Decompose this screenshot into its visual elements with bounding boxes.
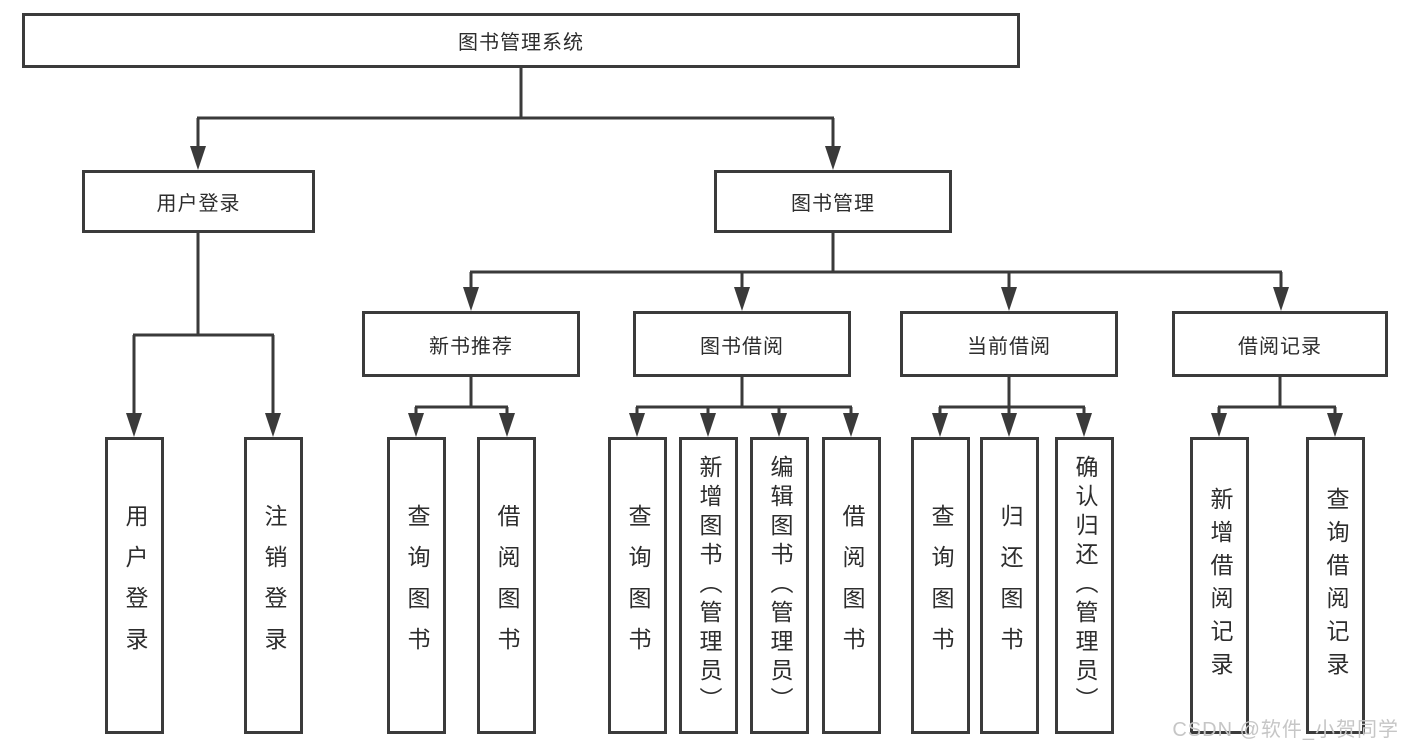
leaf-label: 查询图书 (404, 503, 430, 668)
node-label: 图书管理 (791, 193, 875, 215)
node-label: 用户登录 (156, 193, 241, 215)
leaf-label: 归还图书 (997, 503, 1023, 668)
arrowhead (629, 413, 645, 437)
arrowhead (1076, 413, 1092, 437)
leaf-add-borrowing-record: 新增借阅记录 (1190, 437, 1249, 734)
node-book-management: 图书管理 (714, 170, 952, 233)
node-user-login: 用户登录 (82, 170, 315, 233)
arrowhead (825, 146, 841, 170)
connector-current-borrowing (938, 377, 1086, 416)
arrowhead (1001, 287, 1017, 311)
leaf-return-book: 归还图书 (980, 437, 1039, 734)
arrowhead (1211, 413, 1227, 437)
node-label: 借阅记录 (1238, 335, 1322, 358)
leaf-edit-book-admin: 编辑图书（管理员） (750, 437, 809, 734)
arrowhead (126, 413, 142, 437)
arrowhead (408, 413, 424, 437)
arrowhead (1327, 413, 1343, 437)
node-label: 图书管理系统 (458, 32, 584, 54)
arrowhead (843, 413, 859, 437)
arrowhead (463, 287, 479, 311)
arrowhead (1273, 287, 1289, 311)
connector-new-book (414, 377, 509, 416)
leaf-label: 编辑图书（管理员） (767, 455, 793, 716)
connector-book-management (469, 233, 1283, 290)
leaf-user-login: 用户登录 (105, 437, 164, 734)
node-label: 新书推荐 (429, 335, 513, 358)
leaf-query-books-recommend: 查询图书 (387, 437, 446, 734)
leaf-label: 借阅图书 (494, 503, 520, 668)
leaf-label: 确认归还（管理员） (1072, 455, 1098, 716)
connector-root (196, 68, 835, 150)
leaf-label: 新增借阅记录 (1207, 486, 1233, 685)
leaf-label: 查询借阅记录 (1323, 486, 1349, 685)
arrowhead (190, 146, 206, 170)
node-new-book-recommendation: 新书推荐 (362, 311, 580, 377)
leaf-label: 注销登录 (261, 503, 287, 668)
arrowhead (734, 287, 750, 311)
connector-user-login (132, 233, 275, 416)
arrowhead (265, 413, 281, 437)
leaf-query-books-borrowing: 查询图书 (608, 437, 667, 734)
leaf-label: 查询图书 (928, 503, 954, 668)
connector-borrowing-records (1217, 377, 1337, 416)
node-library-management-system: 图书管理系统 (22, 13, 1020, 68)
arrowhead (1001, 413, 1017, 437)
arrowhead (499, 413, 515, 437)
leaf-logout: 注销登录 (244, 437, 303, 734)
node-label: 图书借阅 (700, 335, 784, 358)
node-book-borrowing: 图书借阅 (633, 311, 851, 377)
connector-book-borrowing (635, 377, 853, 416)
leaf-borrow-books: 借阅图书 (822, 437, 881, 734)
leaf-borrow-books-recommend: 借阅图书 (477, 437, 536, 734)
node-current-borrowing: 当前借阅 (900, 311, 1118, 377)
leaf-label: 新增图书（管理员） (696, 455, 722, 716)
leaf-label: 借阅图书 (839, 503, 865, 668)
leaf-query-borrowing-record: 查询借阅记录 (1306, 437, 1365, 734)
leaf-add-book-admin: 新增图书（管理员） (679, 437, 738, 734)
leaf-label: 用户登录 (122, 503, 148, 668)
arrowhead (932, 413, 948, 437)
arrowhead (771, 413, 787, 437)
leaf-confirm-return-admin: 确认归还（管理员） (1055, 437, 1114, 734)
node-label: 当前借阅 (967, 335, 1051, 358)
leaf-label: 查询图书 (625, 503, 651, 668)
csdn-watermark: CSDN @软件_小贺同学 (1172, 719, 1399, 741)
node-borrowing-records: 借阅记录 (1172, 311, 1388, 377)
leaf-query-books-current: 查询图书 (911, 437, 970, 734)
arrowhead (700, 413, 716, 437)
